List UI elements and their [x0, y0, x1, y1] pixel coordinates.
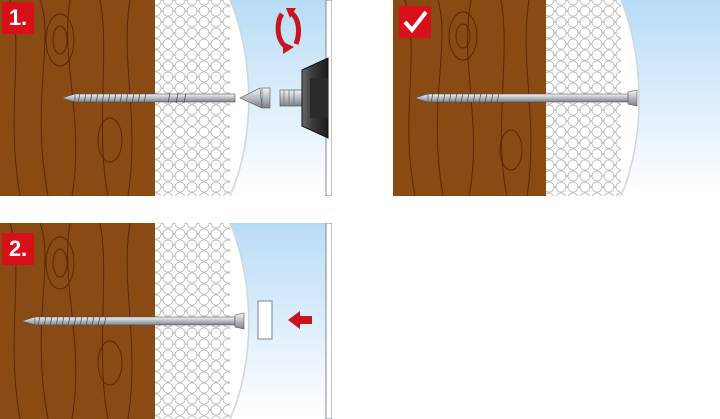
plug-cap: [257, 300, 273, 340]
screw: [413, 89, 638, 107]
push-arrow-icon: [288, 311, 312, 329]
checkmark-icon: [403, 10, 428, 34]
result-illustration: [393, 0, 720, 196]
step-1-panel: 1.: [0, 0, 332, 196]
step-number-badge: 1.: [2, 2, 34, 34]
step-number-badge: 2.: [2, 233, 34, 265]
wood-grain: [9, 223, 133, 419]
step-2-illustration: [0, 223, 332, 419]
wood-grain: [404, 0, 532, 196]
step-1-illustration: [0, 0, 332, 196]
result-panel: [393, 0, 720, 196]
checkmark-badge: [399, 6, 431, 38]
drill-bit: [279, 57, 329, 139]
rotate-arrow-icon: [275, 8, 301, 54]
screw: [20, 312, 245, 330]
step-2-panel: 2.: [0, 223, 332, 419]
screw: [60, 87, 271, 109]
